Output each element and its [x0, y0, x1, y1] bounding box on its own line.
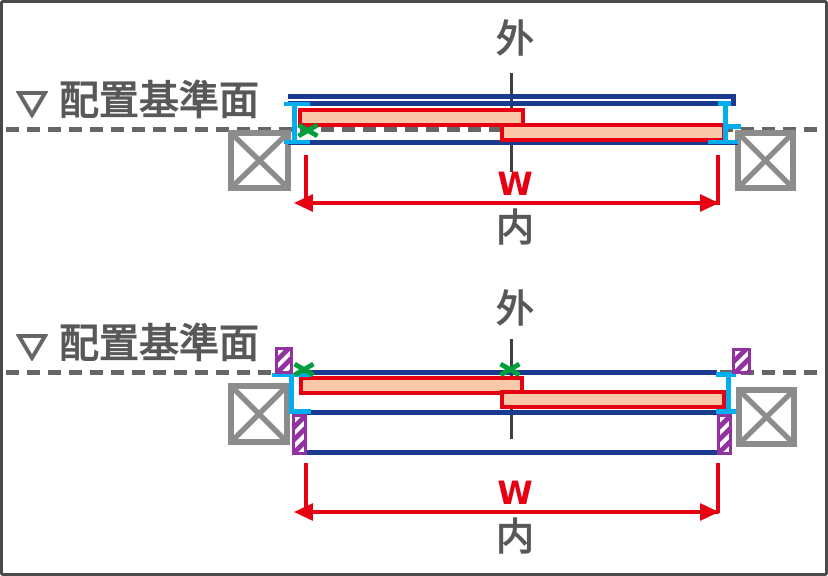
sash-outer-left: [298, 108, 525, 127]
frame-outer-rail-end-cap: [731, 94, 736, 106]
dimension-extension-right: [716, 463, 720, 513]
dimension-extension-left: [304, 463, 308, 513]
anchor-marker-icon: [297, 122, 319, 139]
frame-track-rail: [288, 101, 731, 106]
wall-section-right: [735, 130, 796, 191]
wall-section-left: [228, 383, 290, 445]
attachment-bracket-left: [292, 102, 297, 144]
wall-cross-icon: [234, 136, 285, 185]
attachment-bracket-left: [289, 374, 294, 412]
jamb-hatch-upper-right: [732, 348, 751, 374]
attachment-bracket-right: [723, 102, 728, 144]
outside-label: 外: [495, 287, 534, 331]
attachment-bracket-left-top-cap: [272, 373, 311, 377]
wall-section-left: [228, 130, 291, 191]
frame-inner-rail: [288, 140, 738, 145]
wall-cross-icon: [741, 136, 790, 185]
anchor-marker-icon: [293, 361, 315, 378]
dimension-extension-left: [304, 155, 308, 205]
reference-plane-label: 配置基準面: [59, 78, 259, 124]
attachment-bracket-right-bottom-cap: [716, 409, 736, 414]
width-dimension-label: W: [497, 165, 533, 203]
sash-inner-right: [500, 390, 726, 409]
width-dimension-label: W: [497, 474, 533, 512]
width-dimension-line: [306, 510, 719, 514]
reference-plane-marker-icon: [16, 91, 48, 118]
attachment-bracket-right-bottom-cap: [708, 140, 738, 144]
wall-section-right: [736, 387, 797, 447]
reference-plane-dashed-line: [6, 127, 825, 132]
frame-track-rail: [300, 410, 717, 415]
jamb-hatch-upper-left: [275, 347, 293, 374]
width-dimension-line: [306, 201, 719, 205]
dimension-arrow-right-icon: [700, 503, 719, 521]
attachment-bracket-left-bottom-cap: [289, 409, 311, 414]
wall-cross-icon: [742, 393, 791, 441]
anchor-marker-icon: [499, 361, 521, 378]
wall-cross-icon: [234, 389, 284, 439]
sash-outer-left: [299, 376, 524, 395]
dimension-arrow-left-icon: [294, 503, 313, 521]
attachment-bracket-left-bottom-cap: [284, 140, 310, 144]
attachment-bracket-right-reference-cap: [726, 124, 741, 129]
jamb-hatch-lower-right: [717, 414, 732, 455]
frame-outer-rail: [288, 94, 736, 99]
inside-label: 内: [495, 206, 534, 250]
jamb-hatch-lower-left: [292, 414, 307, 455]
attachment-bracket-left-top-cap: [284, 102, 310, 106]
attachment-bracket-right: [726, 374, 731, 412]
attachment-bracket-right-top-cap: [716, 372, 736, 377]
dimension-arrow-left-icon: [294, 194, 313, 212]
dimension-extension-right: [716, 155, 720, 205]
attachment-bracket-right-top-cap: [718, 101, 731, 106]
reference-plane-marker-icon: [16, 334, 48, 361]
dimension-arrow-right-icon: [700, 194, 719, 212]
outside-label: 外: [495, 17, 534, 61]
reference-plane-label: 配置基準面: [59, 321, 259, 367]
sash-inner-right: [500, 123, 726, 142]
inside-label: 内: [495, 515, 534, 559]
frame-inner-rail: [305, 450, 719, 455]
